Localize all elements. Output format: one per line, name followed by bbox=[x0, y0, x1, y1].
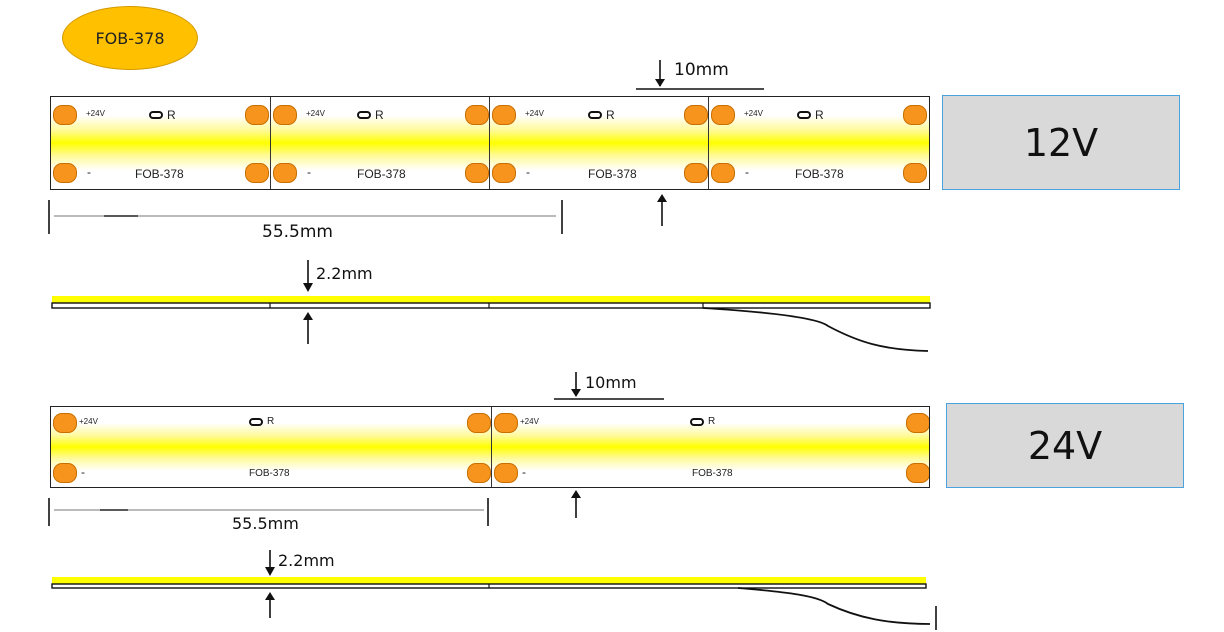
cut-length-dimension-12v bbox=[48, 200, 563, 234]
minus-label: - bbox=[522, 465, 526, 479]
voltage-box-24v: 24V bbox=[946, 403, 1184, 488]
strip-segment: +24V - R FOB-378 bbox=[708, 97, 929, 189]
model-label: FOB-378 bbox=[357, 167, 406, 181]
solder-pad bbox=[684, 163, 708, 183]
solder-pad bbox=[53, 463, 77, 483]
solder-pad bbox=[906, 413, 929, 433]
resistor-icon bbox=[690, 417, 704, 426]
side-view-12v bbox=[51, 260, 931, 352]
solder-pad bbox=[903, 105, 927, 125]
width-label-24v: 10mm bbox=[585, 373, 637, 392]
resistor: R bbox=[249, 416, 274, 427]
solder-pad bbox=[711, 163, 735, 183]
thickness-label-12v: 2.2mm bbox=[316, 264, 373, 283]
model-label: FOB-378 bbox=[588, 167, 637, 181]
voltage-label-12v: 12V bbox=[1023, 120, 1099, 165]
solder-pad bbox=[465, 105, 489, 125]
side-view-24v bbox=[51, 550, 937, 630]
minus-label: - bbox=[526, 165, 530, 179]
solder-pad bbox=[273, 163, 297, 183]
solder-pad bbox=[711, 105, 735, 125]
resistor-label: R bbox=[708, 416, 716, 427]
solder-pad bbox=[245, 105, 269, 125]
minus-label: - bbox=[745, 165, 749, 179]
model-label: FOB-378 bbox=[795, 167, 844, 181]
solder-pad bbox=[53, 105, 77, 125]
resistor-label: R bbox=[606, 108, 615, 122]
plus-label: +24V bbox=[306, 109, 325, 118]
minus-label: - bbox=[81, 465, 85, 479]
solder-pad bbox=[467, 413, 491, 433]
strip-segment: +24V - R FOB-378 bbox=[270, 97, 490, 189]
resistor-label: R bbox=[267, 416, 275, 427]
cut-length-label-24v: 55.5mm bbox=[232, 514, 299, 533]
resistor-icon bbox=[149, 111, 163, 119]
width-dimension-12v bbox=[636, 60, 764, 90]
width-label-12v: 10mm bbox=[674, 60, 729, 80]
solder-pad bbox=[273, 105, 297, 125]
solder-pad bbox=[494, 413, 518, 433]
solder-pad bbox=[906, 463, 929, 483]
plus-label: +24V bbox=[520, 417, 539, 426]
plus-label: +24V bbox=[744, 109, 763, 118]
resistor: R bbox=[690, 416, 715, 427]
width-dimension-24v bbox=[554, 372, 664, 400]
strip-segment: +24V - R FOB-378 bbox=[51, 97, 270, 189]
strip-segment: +24V - R FOB-378 bbox=[491, 407, 929, 487]
strip-segment: +24V - R FOB-378 bbox=[489, 97, 709, 189]
solder-pad bbox=[245, 163, 269, 183]
solder-pad bbox=[494, 463, 518, 483]
solder-pad bbox=[684, 105, 708, 125]
arrow-up-icon bbox=[571, 490, 581, 518]
minus-label: - bbox=[87, 165, 91, 179]
strip-segment: +24V - R FOB-378 bbox=[51, 407, 491, 487]
cut-length-dimension-24v bbox=[48, 498, 489, 526]
thickness-label-24v: 2.2mm bbox=[278, 551, 335, 570]
voltage-box-12v: 12V bbox=[942, 95, 1180, 190]
plus-label: +24V bbox=[79, 417, 98, 426]
minus-label: - bbox=[307, 165, 311, 179]
model-badge: FOB-378 bbox=[62, 6, 198, 70]
resistor-icon bbox=[797, 111, 811, 119]
solder-pad bbox=[492, 105, 516, 125]
solder-pad bbox=[492, 163, 516, 183]
model-label: FOB-378 bbox=[249, 468, 290, 479]
solder-pad bbox=[465, 163, 489, 183]
solder-pad bbox=[53, 163, 77, 183]
resistor: R bbox=[588, 108, 615, 122]
resistor: R bbox=[149, 108, 176, 122]
resistor-icon bbox=[357, 111, 371, 119]
resistor: R bbox=[357, 108, 384, 122]
resistor-icon bbox=[588, 111, 602, 119]
resistor-label: R bbox=[375, 108, 384, 122]
arrow-up-icon bbox=[657, 194, 667, 226]
resistor-label: R bbox=[167, 108, 176, 122]
model-badge-label: FOB-378 bbox=[95, 28, 165, 48]
cut-length-label-12v: 55.5mm bbox=[262, 222, 333, 242]
solder-pad bbox=[467, 463, 491, 483]
resistor: R bbox=[797, 108, 824, 122]
model-label: FOB-378 bbox=[135, 167, 184, 181]
plus-label: +24V bbox=[525, 109, 544, 118]
plus-label: +24V bbox=[86, 109, 105, 118]
voltage-label-24v: 24V bbox=[1027, 423, 1103, 468]
led-strip-24v: +24V - R FOB-378 +24V - R FOB-378 bbox=[50, 406, 930, 488]
solder-pad bbox=[903, 163, 927, 183]
resistor-icon bbox=[249, 417, 263, 426]
resistor-label: R bbox=[815, 108, 824, 122]
model-label: FOB-378 bbox=[692, 468, 733, 479]
solder-pad bbox=[53, 413, 77, 433]
led-strip-12v: +24V - R FOB-378 +24V - R FOB-378 +24V -… bbox=[50, 96, 930, 190]
